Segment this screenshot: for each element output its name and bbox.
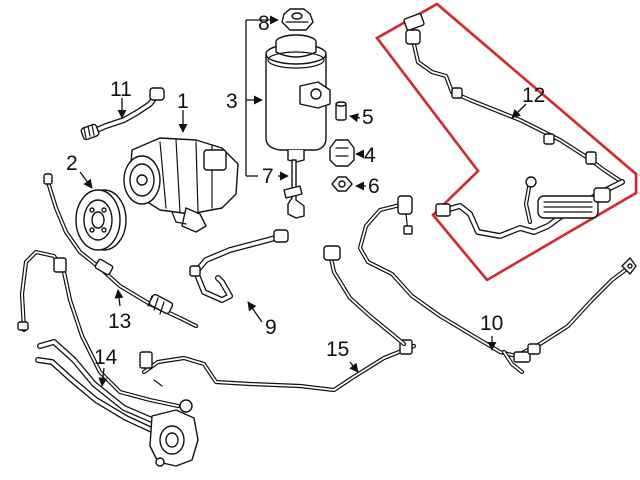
power-steering-pump <box>123 137 239 233</box>
callout-7: 7 <box>262 165 274 188</box>
callout-4: 4 <box>364 144 376 167</box>
callout-5: 5 <box>362 106 374 129</box>
pressure-hose-assembly <box>403 13 625 239</box>
callout-2: 2 <box>66 152 78 175</box>
return-pipe <box>139 245 417 393</box>
callout-12: 12 <box>522 84 545 107</box>
callout-11: 11 <box>110 78 132 101</box>
small-hardware-parts <box>329 101 355 192</box>
return-hose <box>189 229 289 303</box>
reservoir-cap <box>281 8 314 31</box>
callout-15: 15 <box>326 338 349 361</box>
fluid-reservoir <box>265 34 331 163</box>
nut-part-6 <box>331 176 353 192</box>
callout-3: 3 <box>226 90 238 113</box>
callout-14: 14 <box>94 346 118 369</box>
callout-13: 13 <box>108 310 131 333</box>
callout-9: 9 <box>265 316 277 339</box>
callout-1: 1 <box>177 90 189 113</box>
cooler-line-assembly <box>17 249 199 467</box>
stud-part-5 <box>335 101 347 121</box>
callout-6: 6 <box>368 175 380 198</box>
grommet-part-4 <box>329 139 355 167</box>
reservoir-bracket <box>283 159 305 219</box>
pump-pulley <box>75 189 127 251</box>
highlight-outline-group-12 <box>375 2 638 282</box>
callout-leaders <box>79 15 527 387</box>
suction-hose <box>80 87 165 141</box>
cooler-lines <box>357 195 637 375</box>
callout-8: 8 <box>258 12 270 35</box>
callout-labels: 1 2 3 4 5 6 7 8 9 10 11 12 13 14 15 <box>66 12 545 369</box>
pressure-line <box>43 173 199 329</box>
callout-10: 10 <box>480 312 503 335</box>
